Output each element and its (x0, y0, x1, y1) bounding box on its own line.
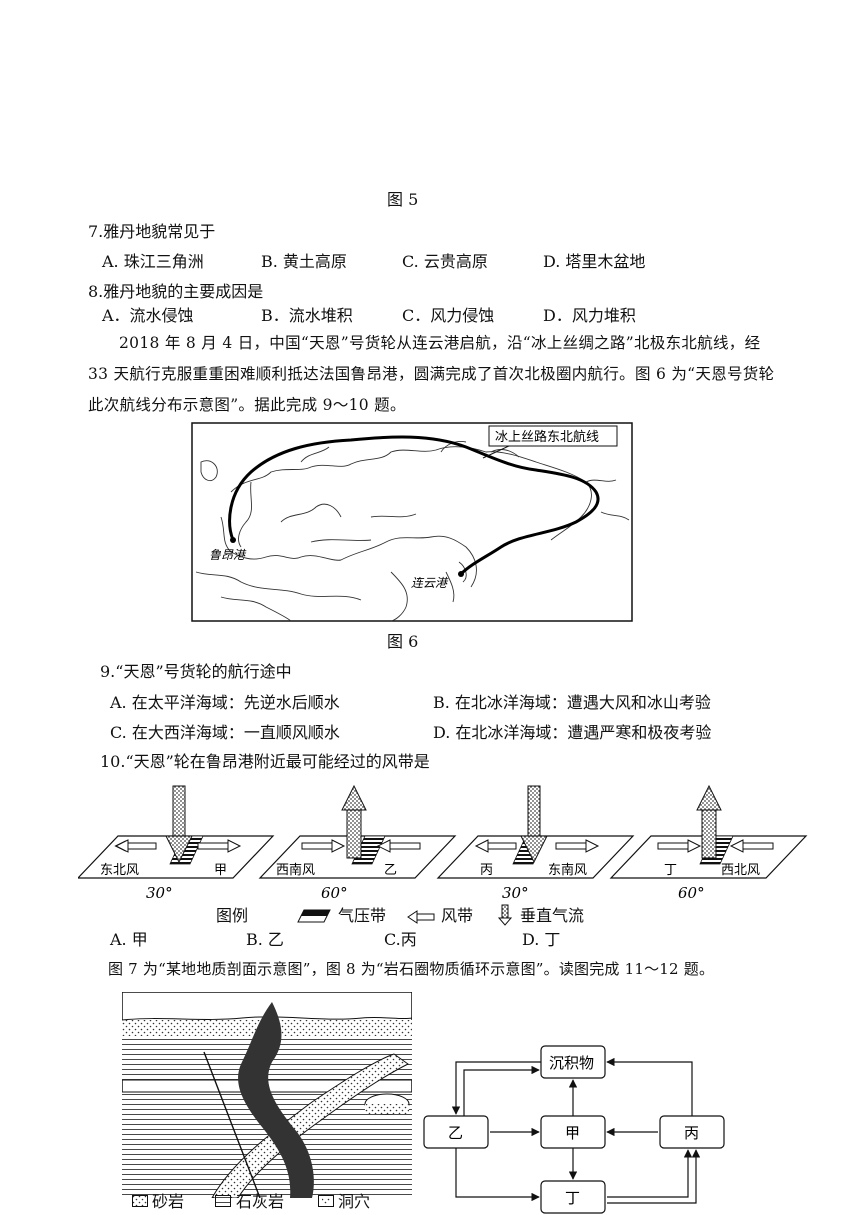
sandstone-legend-icon (132, 1195, 148, 1207)
q9-option-a: A. 在太平洋海域：先逆水后顺水 (110, 693, 340, 712)
route-map: 冰上丝路东北航线 鲁昂港 连云港 (191, 422, 633, 622)
vertical-flow-legend-icon (498, 904, 512, 926)
fig6-caption: 图 6 (387, 632, 419, 651)
wind-panel-1-right: 甲 (214, 863, 227, 878)
q10-stem: 10.“天恩”轮在鲁昂港附近最可能经过的风带是 (100, 752, 430, 771)
q10-option-a: A. 甲 (110, 930, 148, 949)
wind-panel-3: 丙 东南风 30° (436, 785, 635, 902)
q7-option-b: B. 黄土高原 (261, 252, 347, 271)
q9-option-b: B. 在北冰洋海域：遭遇大风和冰山考验 (433, 693, 711, 712)
wind-panel-1: 东北风 甲 30° (78, 785, 275, 902)
wind-panel-1-lat: 30° (146, 884, 173, 902)
wind-panel-4-left: 丁 (664, 863, 677, 878)
q7-option-a: A. 珠江三角洲 (102, 252, 204, 271)
port-rouen: 鲁昂港 (209, 548, 247, 562)
legend-sandstone: 砂岩 (152, 1192, 185, 1211)
geological-profile (122, 992, 412, 1198)
q10-option-b: B. 乙 (246, 930, 284, 949)
pressure-belt-legend-icon (297, 909, 331, 923)
legend-limestone: 石灰岩 (236, 1192, 285, 1211)
wind-panel-2: 西南风 乙 60° (258, 784, 457, 902)
fig5-caption: 图 5 (387, 190, 419, 209)
node-ding: 丁 (565, 1189, 580, 1207)
q7-stem: 7.雅丹地貌常见于 (88, 222, 216, 241)
node-jia: 甲 (565, 1124, 580, 1142)
cave-legend-icon (318, 1195, 334, 1207)
q10-option-d: D. 丁 (522, 930, 561, 949)
legend-cave: 洞穴 (338, 1192, 371, 1211)
q9-option-d: D. 在北冰洋海域：遭遇严寒和极夜考验 (433, 723, 712, 742)
wind-panel-3-left: 丙 (480, 863, 493, 878)
node-yi: 乙 (448, 1124, 463, 1142)
q9-option-c: C. 在大西洋海域：一直顺风顺水 (110, 723, 340, 742)
q8-stem: 8.雅丹地貌的主要成因是 (88, 282, 264, 301)
node-sediment: 沉积物 (549, 1054, 594, 1072)
wind-belt-diagram: 东北风 甲 30° 西南风 乙 60° 丙 东南风 30° (78, 784, 808, 902)
wind-panel-2-lat: 60° (321, 884, 348, 902)
q8-option-a: A．流水侵蚀 (102, 306, 194, 325)
rock-cycle-diagram: 沉积物 乙 甲 丙 丁 (423, 1045, 725, 1214)
passage-1: 2018 年 8 月 4 日，中国“天恩”号货轮从连云港启航，沿“冰上丝绸之路”… (88, 334, 775, 414)
legend-title: 图例 (216, 906, 249, 925)
legend-vertical-flow: 垂直气流 (520, 906, 585, 925)
legend-wind-belt: 风带 (441, 906, 474, 925)
wind-panel-4-right: 西北风 (721, 863, 760, 878)
q8-option-c: C．风力侵蚀 (402, 306, 495, 325)
q10-option-c: C.丙 (384, 930, 417, 949)
node-bing: 丙 (684, 1124, 699, 1142)
q8-option-b: B．流水堆积 (261, 306, 353, 325)
wind-panel-3-right: 东南风 (548, 862, 587, 878)
wind-panel-1-left: 东北风 (100, 863, 139, 878)
limestone-legend-icon (215, 1195, 231, 1207)
passage-2: 图 7 为“某地地质剖面示意图”，图 8 为“岩石圈物质循环示意图”。读图完成 … (108, 960, 715, 978)
port-lianyungang: 连云港 (411, 576, 449, 590)
wind-panel-2-right: 乙 (384, 863, 397, 878)
wind-belt-legend-icon (407, 910, 435, 924)
wind-panel-3-lat: 30° (502, 884, 529, 902)
q7-option-d: D. 塔里木盆地 (543, 252, 646, 271)
route-label: 冰上丝路东北航线 (495, 429, 599, 445)
legend-pressure-belt: 气压带 (338, 906, 387, 925)
wind-panel-4-lat: 60° (678, 884, 705, 902)
wind-panel-2-left: 西南风 (276, 862, 315, 878)
wind-panel-4: 丁 西北风 60° (609, 784, 808, 902)
q8-option-d: D．风力堆积 (543, 306, 636, 325)
q7-option-c: C. 云贵高原 (402, 252, 488, 271)
q9-stem: 9.“天恩”号货轮的航行途中 (100, 662, 292, 681)
